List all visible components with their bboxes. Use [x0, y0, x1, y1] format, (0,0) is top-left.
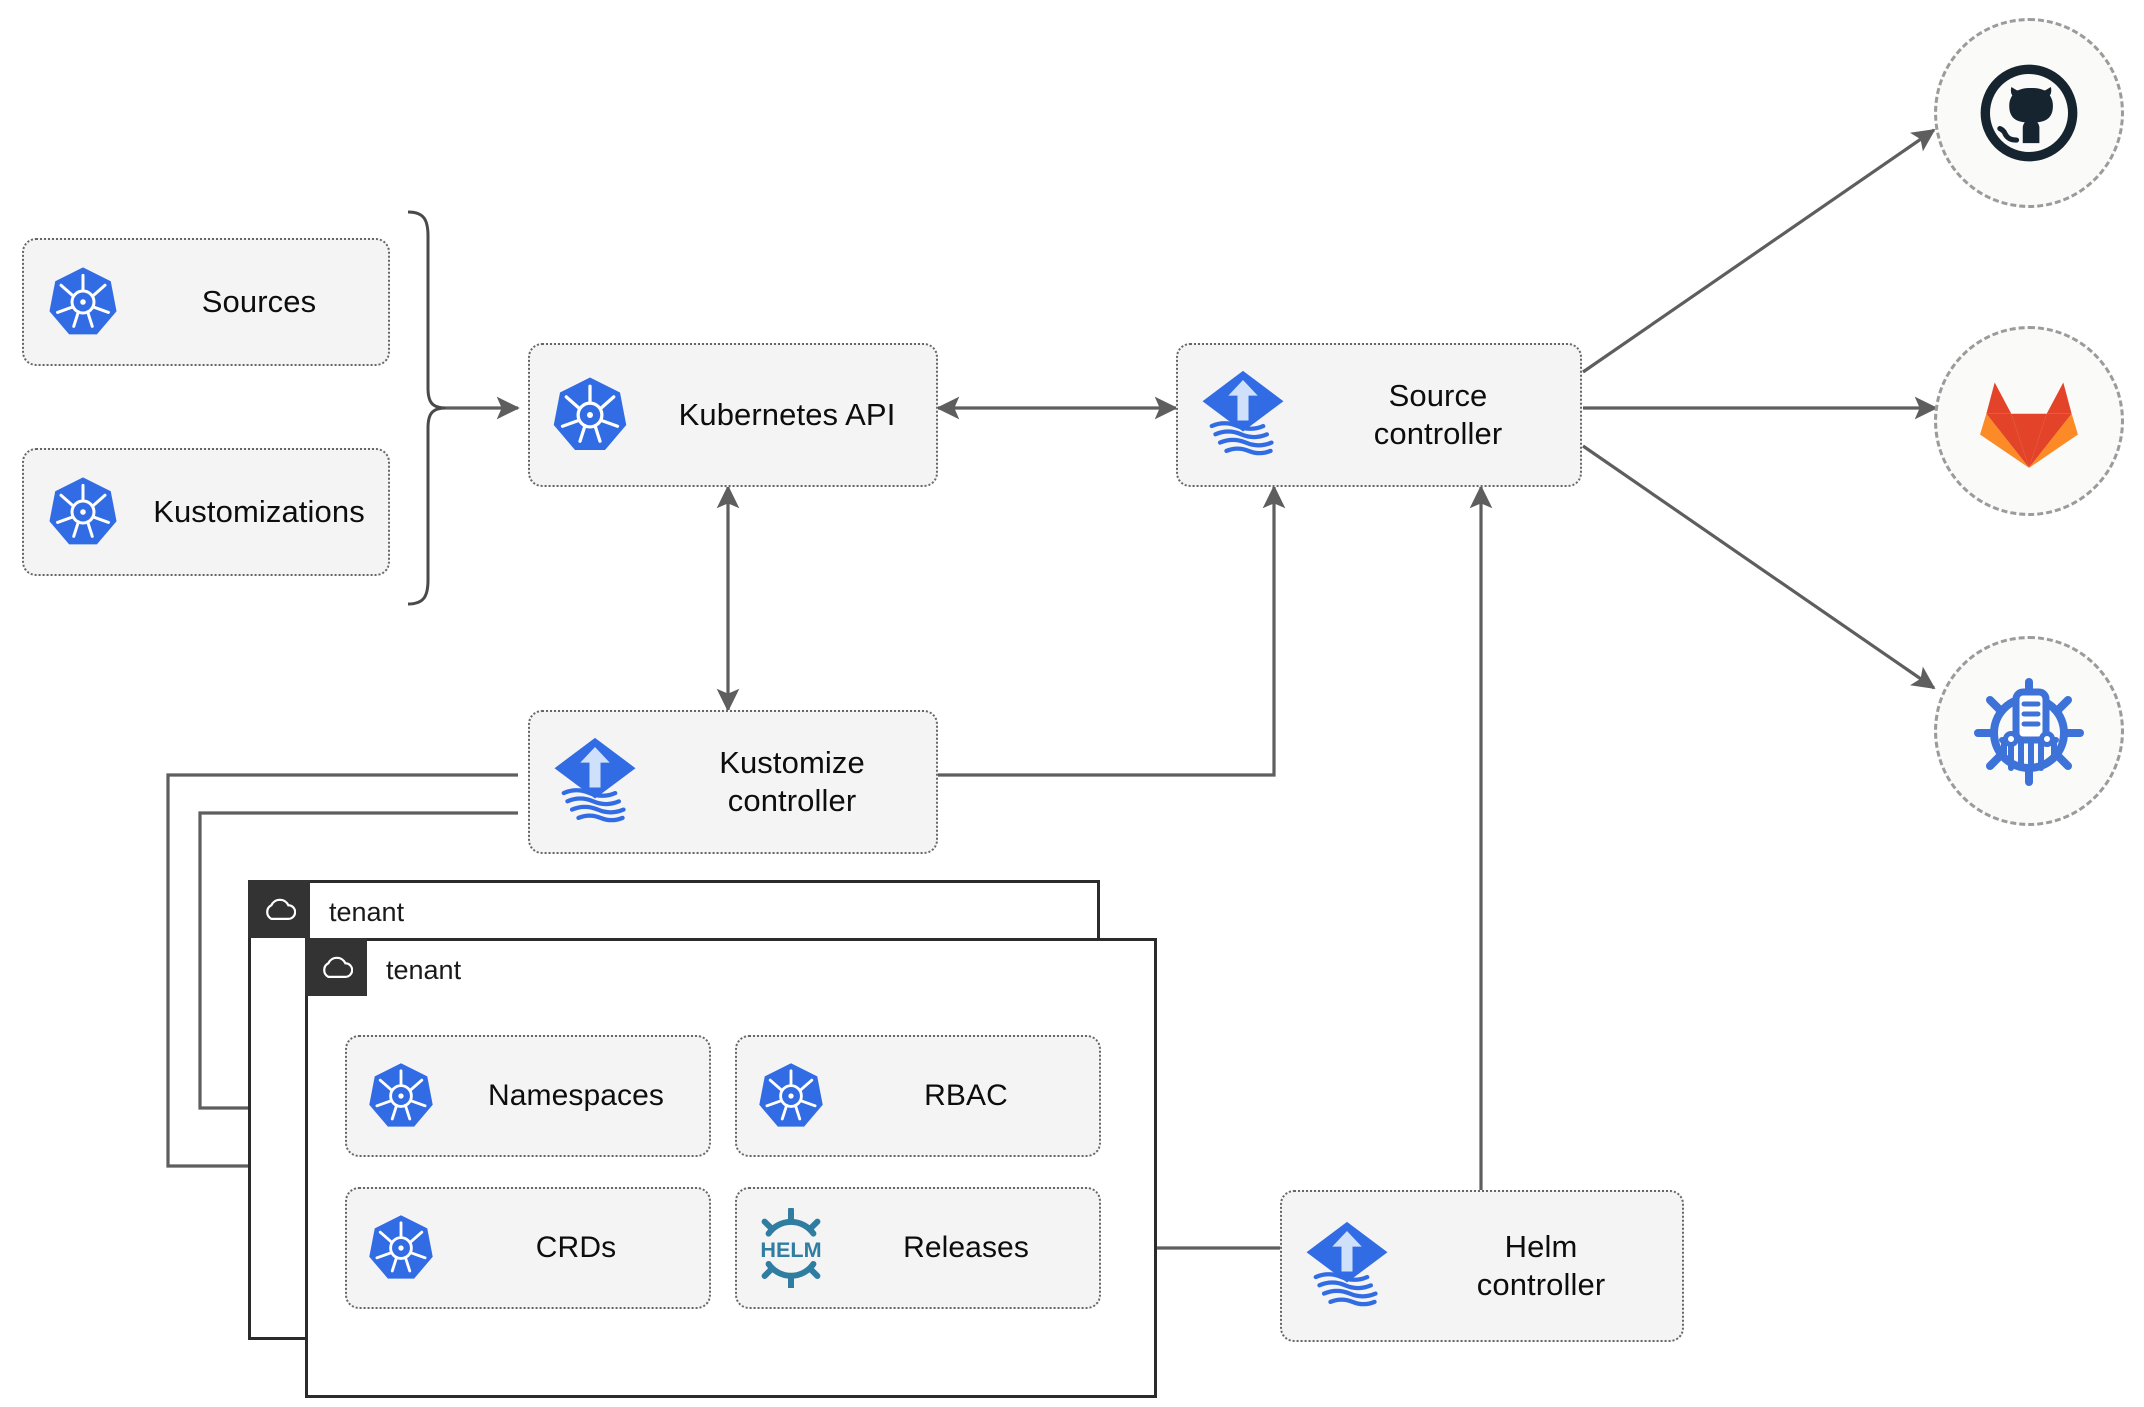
helm-icon: HELM	[737, 1208, 845, 1288]
kubernetes-icon	[530, 375, 650, 455]
node-kubernetes-api[interactable]: Kubernetes API	[528, 343, 938, 487]
node-label: CRDs	[535, 1230, 617, 1264]
kubernetes-icon	[347, 1213, 455, 1283]
node-kustomizations[interactable]: Kustomizations	[22, 448, 390, 576]
kubernetes-icon	[24, 265, 142, 339]
flux-icon	[1178, 367, 1308, 463]
node-sources[interactable]: Sources	[22, 238, 390, 366]
helm-wordmark: HELM	[760, 1237, 821, 1262]
node-label: Kustomize controller	[719, 745, 865, 818]
node-helm-controller[interactable]: Helm controller	[1280, 1190, 1684, 1342]
wire-source-controller-to-helm-repository	[1582, 444, 1936, 690]
cloud-icon	[323, 956, 353, 978]
endpoint-helm-repository[interactable]	[1934, 636, 2124, 826]
node-kustomize-controller[interactable]: Kustomize controller	[528, 710, 938, 854]
node-releases[interactable]: HELM Releases	[735, 1187, 1101, 1309]
tenant-label: tenant	[386, 954, 462, 985]
node-namespaces[interactable]: Namespaces	[345, 1035, 711, 1157]
wire-kustomize-controller-to-source-controller	[938, 485, 1286, 777]
flux-icon	[1282, 1218, 1412, 1314]
node-label: Kubernetes API	[678, 397, 896, 433]
node-label: Sources	[201, 284, 317, 320]
tenant-label: tenant	[329, 896, 405, 927]
tenant-inner[interactable]: tenant	[305, 938, 1157, 1398]
node-source-controller[interactable]: Source controller	[1176, 343, 1582, 487]
kubernetes-icon	[24, 475, 142, 549]
wire-source-controller-to-github	[1582, 128, 1936, 374]
endpoint-gitlab[interactable]	[1934, 326, 2124, 516]
tenant-tab	[305, 938, 367, 996]
node-label: Releases	[903, 1230, 1029, 1264]
helm-repository-icon	[1974, 678, 2084, 786]
node-label: Namespaces	[487, 1078, 665, 1112]
node-label: Kustomizations	[153, 494, 365, 530]
node-label: RBAC	[924, 1078, 1008, 1112]
endpoint-github[interactable]	[1934, 18, 2124, 208]
tenant-tab	[248, 880, 310, 938]
node-rbac[interactable]: RBAC	[735, 1035, 1101, 1157]
github-icon	[1980, 64, 2078, 162]
group-brace	[407, 210, 447, 606]
gitlab-icon	[1980, 382, 2078, 468]
node-label: Helm controller	[1476, 1229, 1606, 1302]
cloud-icon	[266, 898, 296, 920]
kubernetes-icon	[347, 1061, 455, 1131]
kubernetes-icon	[737, 1061, 845, 1131]
flux-icon	[530, 734, 660, 830]
node-crds[interactable]: CRDs	[345, 1187, 711, 1309]
node-label: Source controller	[1373, 378, 1503, 451]
